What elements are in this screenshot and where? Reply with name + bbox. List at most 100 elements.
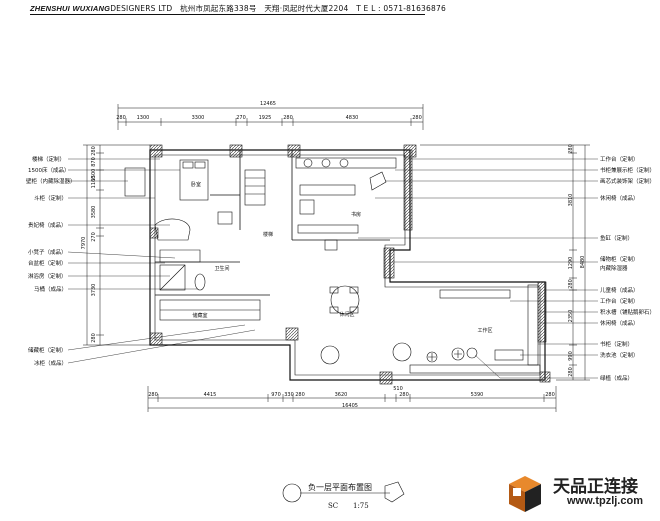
logo-url: www.tpzlj.com [567,495,643,507]
label-display-bookcase: 书柜兼展示柜（定制） [600,166,655,174]
label-lounge-chair: 休闲椅（成品） [600,194,639,202]
company-tel: T E L : 0571-81636876 [356,4,446,13]
dim-bottom-segments: 280 4415 970 330 280 3620 510 280 5390 2… [148,386,555,398]
dim-left-seg: 280 [91,333,97,343]
label-bed: 1500床（成品） [28,166,70,174]
room-label-lounge: 休闲区 [339,311,354,318]
dim-bottom-seg: 280 [295,392,305,398]
label-workbench: 工作台（定制） [600,155,639,163]
north-arrow-icon [384,481,405,503]
label-dehumidifier: 内藏除湿器 [600,264,628,272]
dim-right-seg: 280 [568,144,574,154]
dim-top-segments: 280 1300 3300 270 1925 280 4830 280 [116,115,422,121]
bed-1500 [179,159,209,201]
dim-left-total: 7970 [81,237,87,250]
label-storage-cabinet: 储藏柜（定制） [28,346,67,354]
header-underline [30,14,425,15]
dim-top-seg: 280 [412,115,422,121]
company-building: 天翔·凤起时代大厦2204 [264,4,349,13]
drawing-scale: 1:75 [353,502,369,510]
label-chest: 斗柜（定制） [34,194,67,202]
room-label-study: 书房 [351,211,361,218]
brand-name-b: WUXIANG [72,4,111,13]
dim-top-seg: 270 [236,115,246,121]
dim-bottom-seg: 280 [148,392,158,398]
work-desk [299,184,356,196]
dim-left-seg: 870 [91,157,97,167]
wardrobe [124,167,146,197]
company-address: 杭州市凤起东路338号 [180,4,257,13]
dim-top-seg: 280 [283,115,293,121]
room-label-storage: 储藏室 [192,312,207,319]
brand-name-a: ZHENSHUI [30,4,70,13]
stair-flight [244,169,266,206]
fish-tank [297,224,359,234]
label-wall-cabinet: 壁柜（内藏除湿器） [26,177,76,185]
dim-right-seg: 280 [568,279,574,289]
dim-top-seg: 280 [116,115,126,121]
label-plants: 绿植（成品） [600,374,633,382]
watermark-logo: 天品正连接 www.tpzlj.com [503,470,653,516]
outer-walls [149,149,546,381]
work-counter [439,289,511,299]
lounge-chair [369,171,387,191]
dim-bottom-seg: 510 [393,386,403,392]
chaise-lounge [154,218,191,241]
dim-right-seg: 3810 [568,194,574,207]
label-frame-rack: 画芯式装饰架（定制） [600,177,655,185]
scale-prefix: SC [328,502,338,510]
dim-left-seg: 280 [91,146,97,156]
dim-right-values: 280 3810 8480 1290 280 2350 990 280 [568,144,586,377]
left-dimension-chain [83,144,150,346]
plants [426,347,478,363]
dim-left-seg: 3580 [91,206,97,219]
dim-left-values: 280 870 1500 1160 3580 270 7970 3730 280 [81,146,97,343]
dim-left-seg: 1500 [91,169,97,182]
dim-right-seg: 990 [568,351,574,361]
dim-left-seg: 1160 [91,176,97,189]
room-labels: 卧室 卫生间 楼梯 书房 储藏室 休闲区 工作区 [191,181,493,334]
logo-cube-icon [509,476,541,512]
display-bookcase [295,157,397,169]
bottom-dimension-chain [147,386,557,412]
dim-right-seg: 2350 [568,310,574,323]
label-stairs: 楼梯（定制） [32,155,65,163]
dim-top-seg: 1925 [259,115,272,121]
shower-enclosure [159,264,186,291]
title-block: 负一层平面布置图 SC 1:75 [282,481,405,510]
dim-top-seg: 4830 [346,115,359,121]
label-workbench-2: 工作台（定制） [600,297,639,305]
dim-bottom-seg: 3620 [335,392,348,398]
left-leaders [67,158,256,364]
drawing-title: 负一层平面布置图 [308,482,372,492]
dim-left-seg: 270 [91,232,97,242]
round-chair [320,345,340,365]
label-chaise: 贵妃椅（成品） [28,221,67,229]
logo-text: 天品正连接 [553,477,638,497]
label-stool: 小凳子（成品） [28,248,67,256]
dim-top-seg: 1300 [137,115,150,121]
label-storage: 储物柜（定制） [600,255,639,263]
dim-bottom-seg: 280 [545,392,555,398]
room-label-work: 工作区 [477,327,492,334]
toilet [194,273,206,291]
right-leaders [358,158,598,379]
right-annotations: 工作台（定制） 书柜兼展示柜（定制） 画芯式装饰架（定制） 休闲椅（成品） 鱼缸… [600,155,655,382]
bookshelf [527,284,539,366]
dim-bottom-seg: 5390 [471,392,484,398]
dim-right-seg: 1290 [568,257,574,270]
room-label-bath: 卫生间 [214,265,229,272]
label-lounge-chair-2: 休闲椅（成品） [600,319,639,327]
label-vanity: 台盆柜（定制） [28,259,67,267]
lounge-table [330,285,360,315]
dim-left-seg: 3730 [91,284,97,297]
label-shower: 淋浴房（定制） [28,272,67,280]
right-dimension-chain [420,144,590,381]
header-bar: ZHENSHUI WUXIANGDESIGNERS LTD 杭州市凤起东路338… [30,3,446,15]
dim-right-seg: 280 [568,367,574,377]
dim-bottom-seg: 330 [284,392,294,398]
room-label-bedroom: 卧室 [191,181,201,188]
top-dimension-chain [117,104,424,130]
left-annotations: 楼梯（定制） 1500床（成品） 壁柜（内藏除湿器） 斗柜（定制） 贵妃椅（成品… [26,155,76,367]
